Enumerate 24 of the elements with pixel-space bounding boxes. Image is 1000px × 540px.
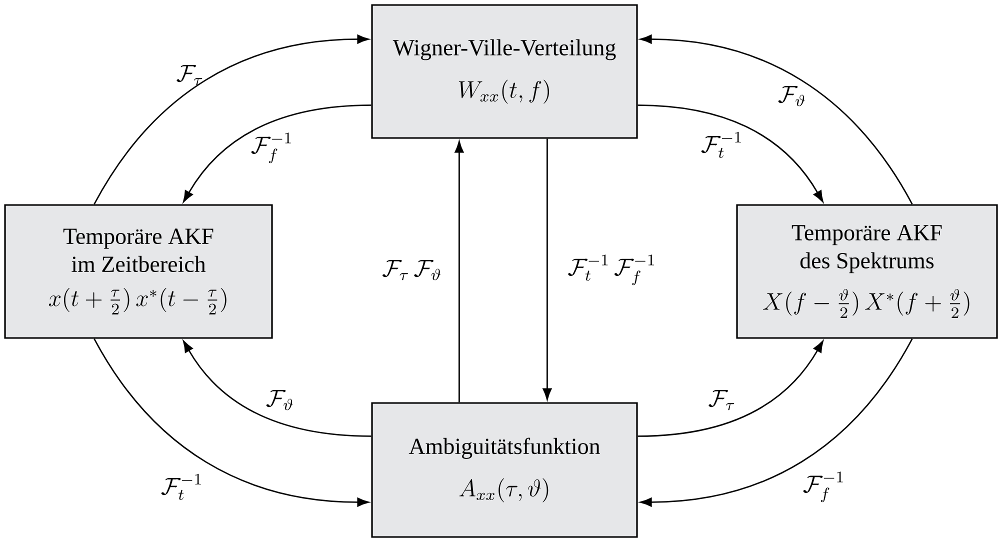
- arrow: [183, 104, 372, 202]
- arrow: [94, 338, 369, 507]
- process-box: Ambiguitätsfunktion $A_{xx}(\tau, \vartheta)$: [371, 402, 638, 538]
- process-box: Wigner-Ville-Verteilung $W_{xx}(t, f)$: [371, 4, 638, 139]
- edge-label: $\mathcal{F}_f^{-1}$: [803, 472, 843, 502]
- process-box: Temporäre AKF im Zeitbereich $x(t+\tfrac{\tau}{2})\,x^*(t-\tfrac{\tau}{2})$: [4, 204, 273, 339]
- edge-label: $\mathcal{F}_\vartheta$: [266, 390, 293, 410]
- arrow: [640, 338, 913, 507]
- arrow: [183, 340, 372, 437]
- edge-label: $\mathcal{F}_t^{-1}\,\mathcal{F}_f^{-1}$: [568, 254, 654, 286]
- edge-label: $\mathcal{F}_t^{-1}$: [701, 132, 741, 158]
- edge-label: $\mathcal{F}_t^{-1}$: [161, 474, 201, 500]
- process-box: Temporäre AKF des Spektrums $X(f-\tfrac{\vartheta}{2})\,X^*(f+\tfrac{\vartheta}{2})$: [736, 204, 998, 339]
- edge-label: $\mathcal{F}_\tau\,\mathcal{F}_\vartheta$: [382, 260, 440, 280]
- edge-label: $\mathcal{F}_\vartheta$: [778, 86, 805, 106]
- edge-label: $\mathcal{F}_\tau$: [708, 390, 734, 410]
- arrow: [542, 138, 552, 400]
- edge-label: $\mathcal{F}_\tau$: [176, 64, 202, 86]
- arrow: [454, 141, 464, 402]
- arrow: [638, 104, 824, 202]
- edge-label: $\mathcal{F}_f^{-1}$: [251, 132, 291, 164]
- arrow: [94, 34, 369, 205]
- arrow: [640, 34, 913, 205]
- arrow: [638, 340, 824, 437]
